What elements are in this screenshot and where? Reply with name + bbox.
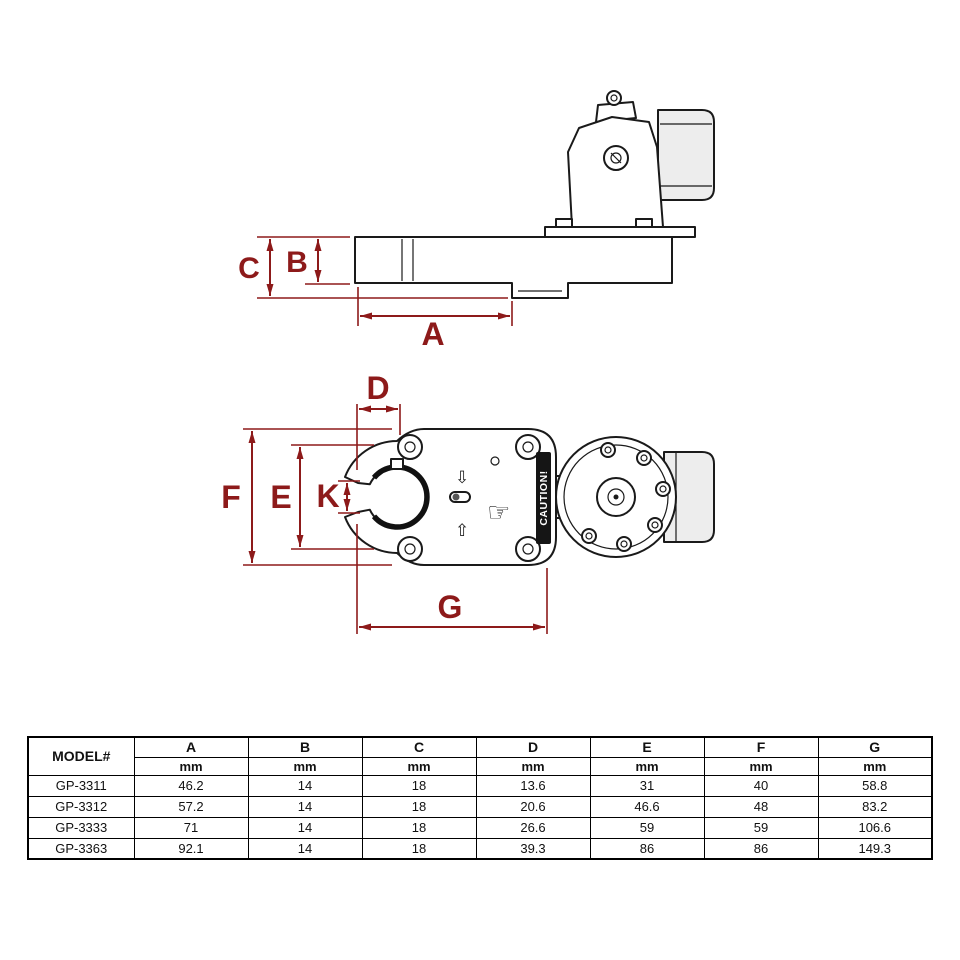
table-row: GP-3333 71 14 18 26.6 59 59 106.6 xyxy=(27,816,933,839)
model-cell: GP-3312 xyxy=(27,795,135,818)
column-header-cell: F xyxy=(703,736,819,758)
table-row: GP-3311 46.2 14 18 13.6 31 40 58.8 xyxy=(27,774,933,797)
value-cell: 92.1 xyxy=(133,837,249,860)
flange-plate xyxy=(544,226,696,238)
model-cell: GP-3363 xyxy=(27,837,135,860)
pin-hole xyxy=(490,456,500,466)
dim-label-c: C xyxy=(238,252,260,285)
model-cell: GP-3333 xyxy=(27,816,135,839)
value-cell: 14 xyxy=(247,774,363,797)
dim-label-b: B xyxy=(286,246,308,279)
unit-row: mm mm mm mm mm mm mm xyxy=(28,756,933,776)
column-header-cell: D xyxy=(475,736,591,758)
value-cell: 18 xyxy=(361,774,477,797)
value-cell: 14 xyxy=(247,816,363,839)
plate-screws xyxy=(397,434,541,562)
value-cell: 106.6 xyxy=(817,816,933,839)
ring-notch xyxy=(390,458,404,470)
value-cell: 13.6 xyxy=(475,774,591,797)
dim-label-k: K xyxy=(316,478,339,514)
value-cell: 48 xyxy=(703,795,819,818)
dim-label-f: F xyxy=(221,479,241,515)
value-cell: 31 xyxy=(589,774,705,797)
value-cell: 39.3 xyxy=(475,837,591,860)
table-row: GP-3363 92.1 14 18 39.3 86 86 149.3 xyxy=(27,837,933,860)
ratchet-head-side xyxy=(354,236,673,299)
caution-label: CAUTION! xyxy=(538,470,550,525)
motor-housing xyxy=(567,116,664,228)
value-cell: 86 xyxy=(703,837,819,860)
caution-strip xyxy=(536,452,551,544)
value-cell: 46.2 xyxy=(133,774,249,797)
technical-drawing: C B A xyxy=(221,90,715,634)
value-cell: 14 xyxy=(247,837,363,860)
housing-bolts xyxy=(581,442,671,552)
top-view-dimensions: D F E K G xyxy=(221,370,548,634)
unit-cell: mm xyxy=(703,756,819,776)
value-cell: 18 xyxy=(361,795,477,818)
dim-label-a: A xyxy=(421,316,444,352)
header-row: MODEL# A B C D E F G xyxy=(27,736,933,776)
spec-table: MODEL# A B C D E F G mm mm mm mm mm mm m… xyxy=(27,736,933,860)
model-cell: GP-3311 xyxy=(27,774,135,797)
top-view-drawing: ⇩ ⇧ ☞ CAUTION! xyxy=(344,428,715,566)
side-view-drawing xyxy=(354,90,715,299)
value-cell: 18 xyxy=(361,816,477,839)
column-header-cell: E xyxy=(589,736,705,758)
value-cell: 86 xyxy=(589,837,705,860)
direction-arrow-up-icon: ⇧ xyxy=(455,521,469,541)
value-cell: 59 xyxy=(589,816,705,839)
value-cell: 71 xyxy=(133,816,249,839)
value-cell: 40 xyxy=(703,774,819,797)
side-view-dimensions: C B A xyxy=(238,236,513,352)
column-header-cell: C xyxy=(361,736,477,758)
unit-cell: mm xyxy=(589,756,705,776)
dim-label-g: G xyxy=(438,589,463,625)
cap-screw-icon xyxy=(606,90,622,106)
unit-cell: mm xyxy=(133,756,249,776)
column-header-cell: A xyxy=(133,736,249,758)
unit-cell: mm xyxy=(247,756,363,776)
unit-cell: mm xyxy=(475,756,591,776)
motor-cylinder xyxy=(657,109,715,201)
value-cell: 14 xyxy=(247,795,363,818)
value-cell: 149.3 xyxy=(817,837,933,860)
hand-pointer-icon: ☞ xyxy=(487,498,510,528)
model-header-cell: MODEL# xyxy=(27,736,135,776)
unit-cell: mm xyxy=(361,756,477,776)
column-header-cell: G xyxy=(817,736,933,758)
value-cell: 46.6 xyxy=(589,795,705,818)
direction-arrow-down-icon: ⇩ xyxy=(455,468,469,488)
value-cell: 18 xyxy=(361,837,477,860)
value-cell: 20.6 xyxy=(475,795,591,818)
dim-label-d: D xyxy=(366,370,389,406)
value-cell: 59 xyxy=(703,816,819,839)
dim-label-e: E xyxy=(270,479,291,515)
value-cell: 58.8 xyxy=(817,774,933,797)
column-header-cell: B xyxy=(247,736,363,758)
value-cell: 26.6 xyxy=(475,816,591,839)
value-cell: 57.2 xyxy=(133,795,249,818)
value-cell: 83.2 xyxy=(817,795,933,818)
socket-ring xyxy=(371,464,430,530)
unit-cell: mm xyxy=(817,756,933,776)
table-row: GP-3312 57.2 14 18 20.6 46.6 48 83.2 xyxy=(27,795,933,818)
